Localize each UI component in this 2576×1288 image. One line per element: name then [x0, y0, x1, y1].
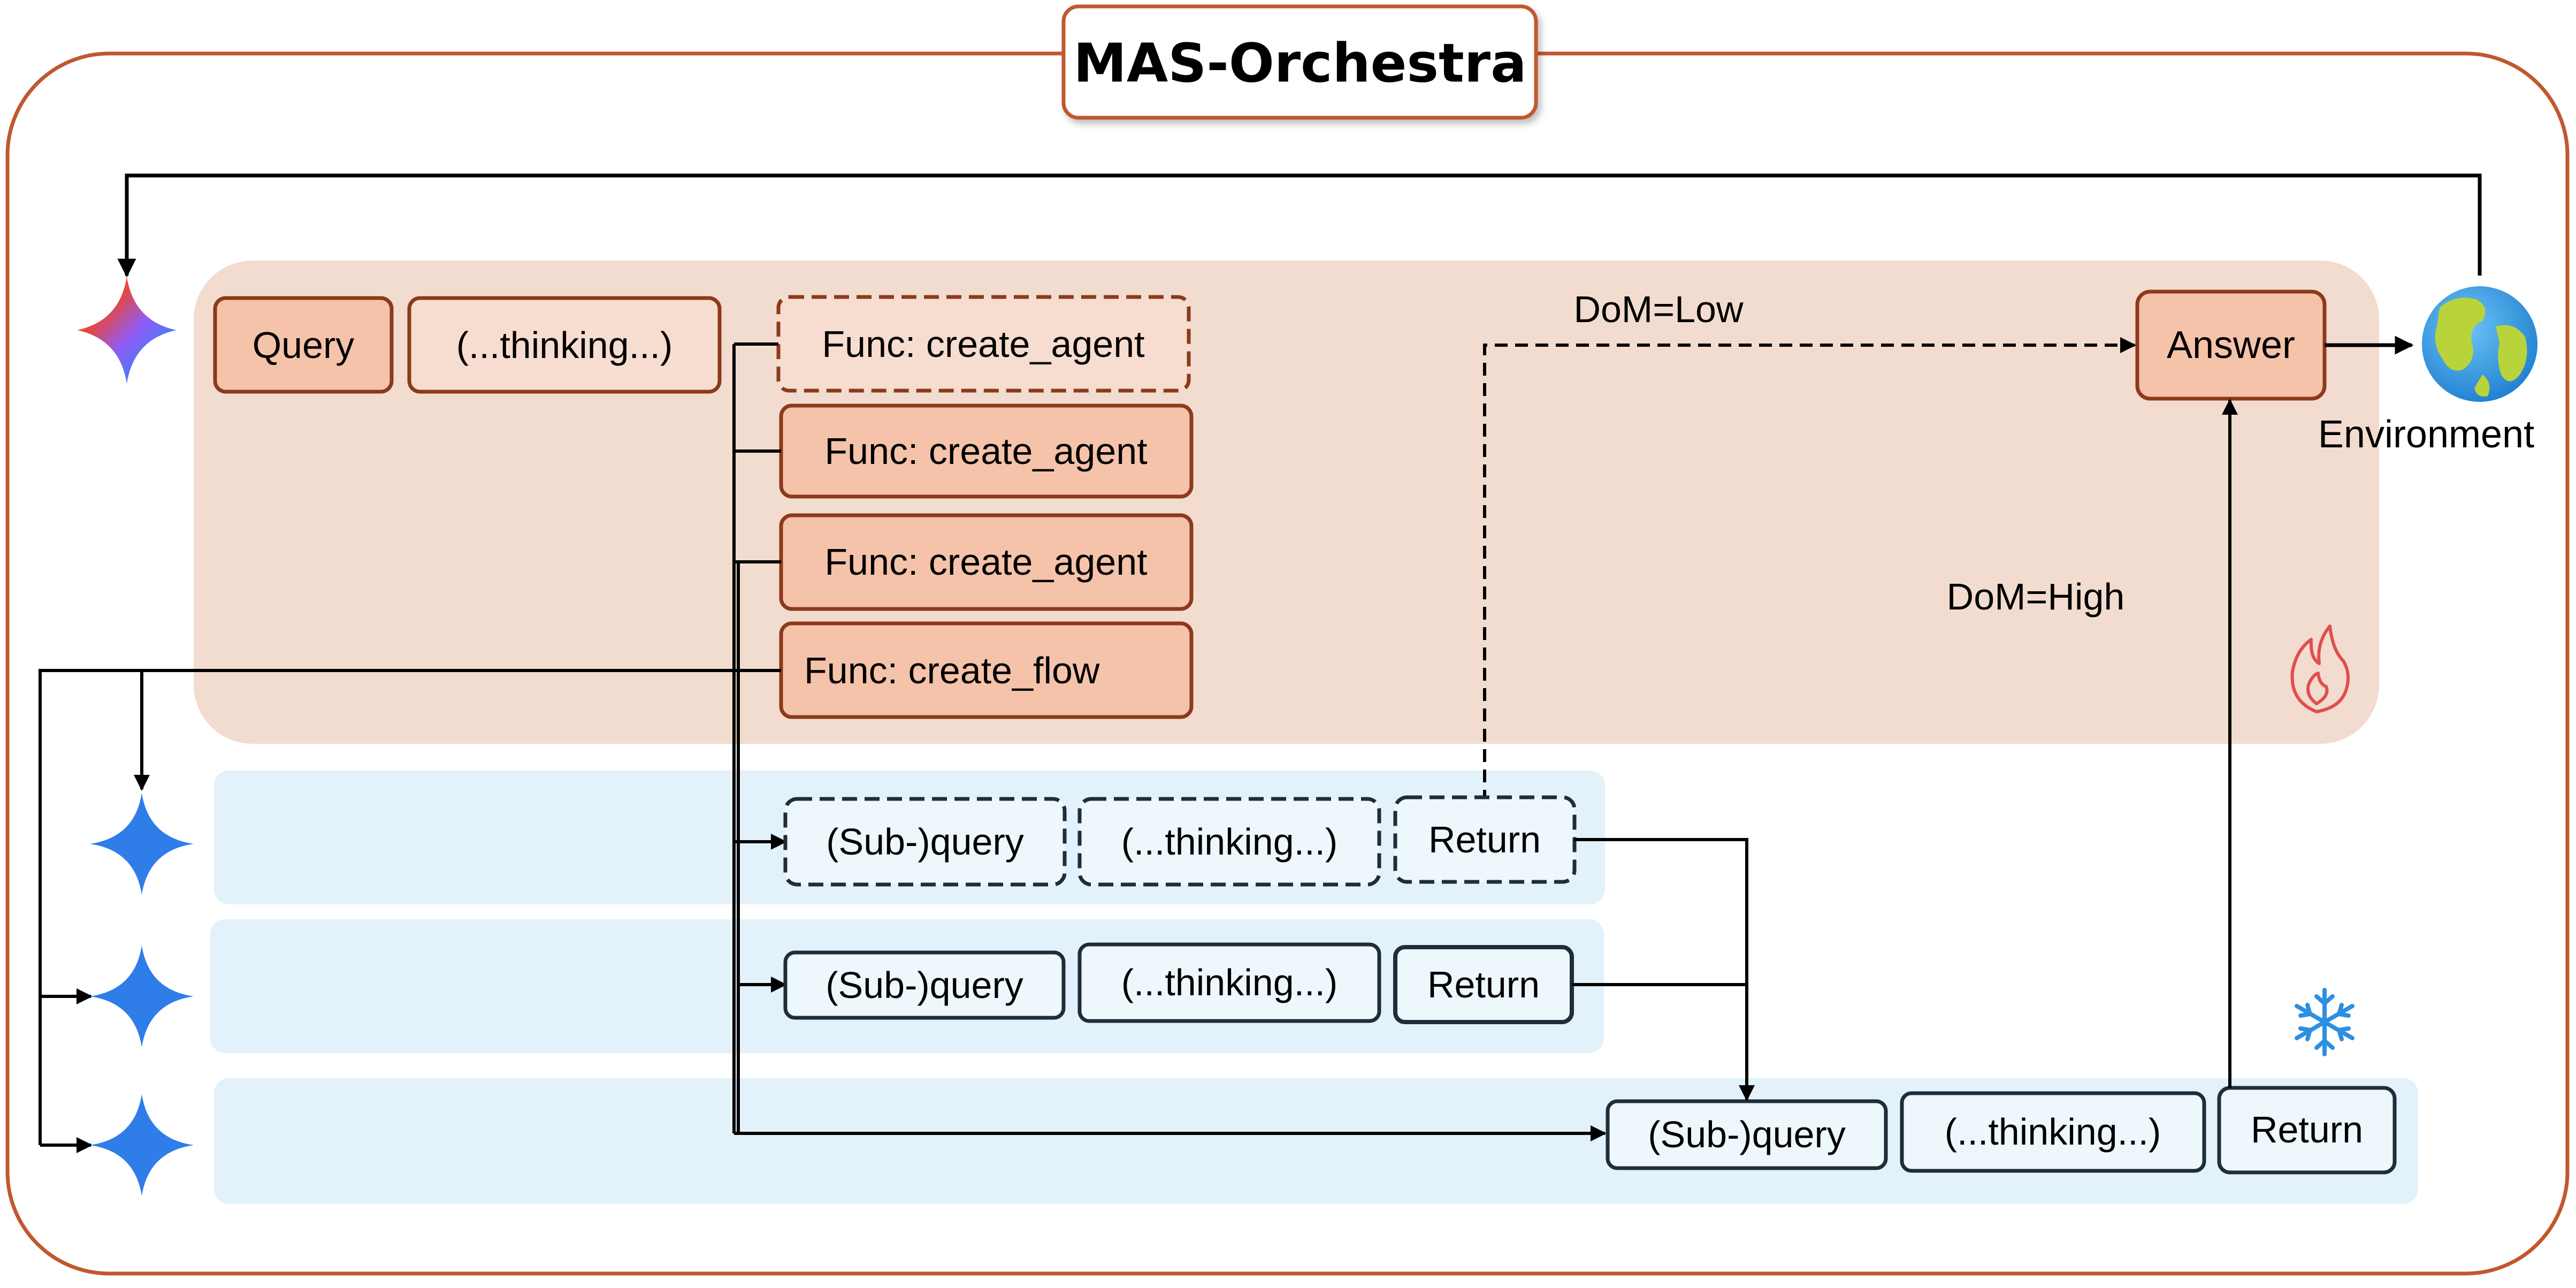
- environment-label: Environment: [2318, 413, 2534, 456]
- subagent-3-thinking-box: (...thinking...): [1900, 1091, 2206, 1173]
- subagent-3-subquery-box: (Sub-)query: [1606, 1099, 1888, 1170]
- subagent-3-thinking-label: (...thinking...): [1945, 1111, 2161, 1153]
- dom-high-label: DoM=High: [1947, 576, 2125, 618]
- func-call-2-label: Func: create_agent: [824, 430, 1147, 472]
- subagent-1-subquery-label: (Sub-)query: [826, 821, 1024, 863]
- flow-line: [39, 669, 781, 1145]
- func-call-3: Func: create_agent: [779, 513, 1194, 611]
- flame-icon: [2290, 624, 2350, 713]
- dom-low-arrow: [1483, 337, 2136, 803]
- blue-star-icon: [90, 1094, 194, 1196]
- subagent-1-thinking-box: (...thinking...): [1077, 797, 1381, 887]
- func-call-4: Func: create_flow: [779, 621, 1194, 719]
- snowflake-icon: [2295, 988, 2355, 1056]
- answer-label: Answer: [2167, 324, 2295, 367]
- query-label: Query: [253, 324, 355, 366]
- query-box: Query: [213, 296, 394, 394]
- subagent-1-return-label: Return: [1428, 819, 1541, 860]
- subagent-2-subquery-label: (Sub-)query: [825, 964, 1023, 1006]
- subagent-1-return-box: Return: [1393, 795, 1577, 884]
- func-call-4-label: Func: create_flow: [804, 650, 1100, 691]
- subagent-2-thinking-box: (...thinking...): [1077, 942, 1381, 1023]
- title-box: MAS-Orchestra: [1061, 4, 1538, 120]
- orchestrator-panel: [194, 261, 2379, 744]
- subagent-3-return-label: Return: [2251, 1109, 2363, 1150]
- feedback-arrow: [117, 173, 2482, 278]
- func-call-1-label: Func: create_agent: [822, 323, 1144, 365]
- dom-low-label: DoM=Low: [1573, 288, 1744, 330]
- func-call-1: Func: create_agent: [776, 295, 1191, 393]
- gemini-star-icon: [77, 277, 177, 384]
- blue-star-icon: [90, 793, 194, 895]
- return-1-to-subquery-3: [1574, 838, 1755, 1101]
- subagent-3-subquery-label: (Sub-)query: [1648, 1114, 1846, 1155]
- orchestrator-thinking-box: (...thinking...): [407, 296, 722, 394]
- func-call-3-label: Func: create_agent: [824, 541, 1147, 583]
- subagent-2-return-box: Return: [1393, 945, 1574, 1024]
- orchestrator-thinking-label: (...thinking...): [456, 324, 673, 366]
- subagent-3-return-box: Return: [2217, 1086, 2397, 1175]
- func-call-2: Func: create_agent: [779, 403, 1194, 499]
- subagent-2-return-label: Return: [1427, 964, 1540, 1005]
- blue-star-icon: [90, 946, 194, 1047]
- subagent-2-subquery-box: (Sub-)query: [783, 950, 1066, 1020]
- globe-icon: [2422, 286, 2537, 402]
- subagent-1-subquery-box: (Sub-)query: [783, 797, 1067, 887]
- subagent-2-thinking-label: (...thinking...): [1121, 962, 1338, 1003]
- answer-box: Answer: [2135, 289, 2327, 401]
- diagram-title: MAS-Orchestra: [1073, 32, 1526, 95]
- subagent-1-thinking-label: (...thinking...): [1121, 821, 1338, 863]
